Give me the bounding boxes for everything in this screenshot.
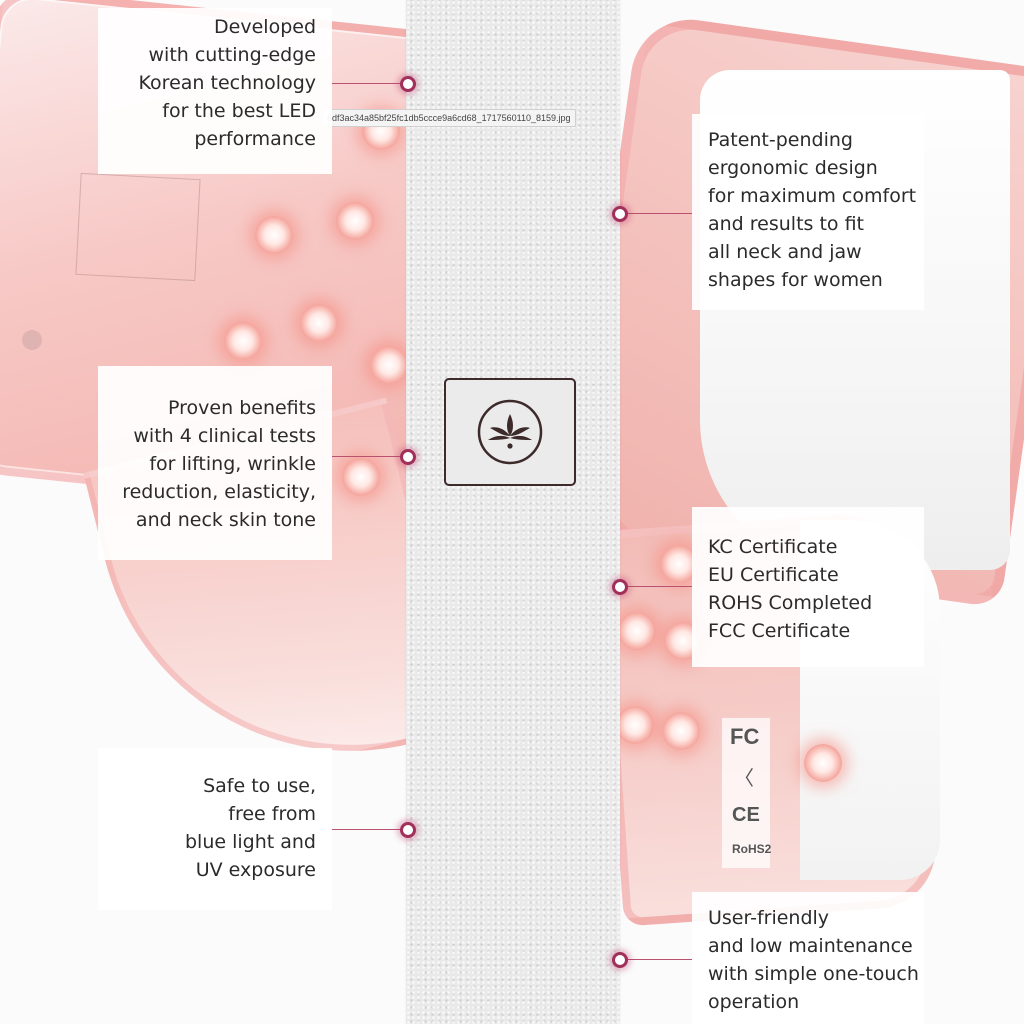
callout-marker-dot [612, 206, 628, 222]
led-light-icon [336, 202, 374, 240]
feature-callout-ergonomic-design: Patent-pending ergonomic design for maxi… [692, 114, 924, 310]
feature-text-line: and results to fit [708, 213, 865, 235]
feature-callout-ease-of-use: User-friendly and low maintenance with s… [692, 892, 924, 1024]
feature-text-line: all neck and jaw [708, 241, 862, 263]
led-light-icon [804, 744, 842, 782]
led-light-icon [616, 706, 654, 744]
feature-text-line: shapes for women [708, 269, 883, 291]
callout-marker-dot [612, 579, 628, 595]
feature-text-line: operation [708, 991, 800, 1013]
feature-text-line: with cutting-edge [148, 44, 316, 66]
led-light-icon [662, 712, 700, 750]
feature-text-line: for the best LED [162, 100, 316, 122]
feature-callout-korean-technology: Developed with cutting-edge Korean techn… [98, 8, 332, 174]
feature-text-line: Korean technology [138, 72, 316, 94]
feature-text-line: performance [194, 128, 316, 150]
led-light-icon [660, 545, 698, 583]
device-panel-outline [75, 172, 201, 282]
led-light-icon [255, 216, 293, 254]
feature-text-line: User-friendly [708, 907, 830, 929]
feature-text-line: and neck skin tone [135, 509, 316, 531]
callout-leader-line [626, 959, 692, 960]
feature-text-line: KC Certificate [708, 536, 838, 558]
callout-leader-line [332, 829, 404, 830]
led-light-icon [224, 322, 262, 360]
filename-tooltip: 6df3ac34a85bf25fc1db5ccce9a6cd68_1717560… [322, 109, 576, 127]
feature-text-line: ROHS Completed [708, 592, 873, 614]
callout-leader-line [626, 213, 692, 214]
feature-text-line: free from [228, 803, 316, 825]
led-light-icon [342, 458, 380, 496]
led-light-icon [370, 346, 408, 384]
textured-divider-strip [406, 0, 620, 1024]
callout-marker-dot [612, 952, 628, 968]
fcc-mark: FC [730, 724, 760, 749]
feature-callout-safety: Safe to use, free from blue light and UV… [98, 748, 332, 910]
led-light-icon [300, 304, 338, 342]
feature-text-line: UV exposure [195, 859, 316, 881]
callout-leader-line [332, 83, 404, 84]
feature-text-line: Patent-pending [708, 129, 853, 151]
rohs-mark: RoHS2 [732, 842, 772, 856]
feature-text-line: reduction, elasticity, [122, 481, 316, 503]
feature-text-line: FCC Certificate [708, 620, 851, 642]
power-button-icon [22, 330, 42, 350]
feature-text-line: and low maintenance [708, 935, 913, 957]
feature-callout-certificates: KC Certificate EU Certificate ROHS Compl… [692, 507, 924, 667]
feature-text-line: for lifting, wrinkle [149, 453, 316, 475]
callout-leader-line [332, 456, 404, 457]
feature-text-line: Developed [214, 16, 316, 38]
feature-text-line: Proven benefits [168, 397, 316, 419]
feature-text-line: with simple one-touch [708, 963, 919, 985]
callout-marker-dot [400, 822, 416, 838]
callout-leader-line [626, 586, 692, 587]
feature-text-line: for maximum comfort [708, 185, 917, 207]
feature-text-line: Safe to use, [203, 775, 316, 797]
led-light-icon [618, 612, 656, 650]
certification-plate: FC 〈 CE RoHS2 [722, 718, 772, 868]
kc-mark-icon: 〈 [734, 768, 754, 790]
feature-text-line: EU Certificate [708, 564, 839, 586]
feature-text-line: ergonomic design [708, 157, 878, 179]
brand-logo [444, 378, 576, 486]
feature-callout-clinical-benefits: Proven benefits with 4 clinical tests fo… [98, 366, 332, 560]
feature-text-line: with 4 clinical tests [133, 425, 316, 447]
feature-text-line: blue light and [184, 831, 316, 853]
callout-marker-dot [400, 449, 416, 465]
callout-marker-dot [400, 76, 416, 92]
lotus-icon [477, 399, 543, 465]
ce-mark: CE [732, 804, 760, 826]
